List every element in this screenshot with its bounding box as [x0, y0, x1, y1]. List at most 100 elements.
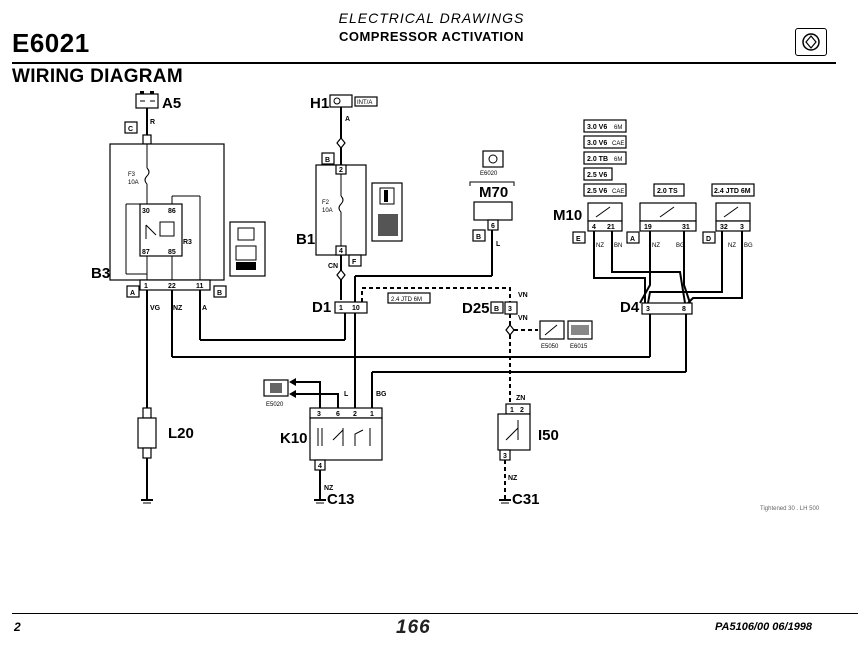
wire-vg: VG [150, 305, 161, 312]
label-m10: M10 [553, 207, 582, 224]
label-b1: B1 [296, 231, 315, 248]
pin-d1-10: 10 [352, 305, 360, 312]
fuse-f2-amp: 10A [322, 208, 333, 214]
label-d1: D1 [312, 299, 331, 316]
conn-b-h1: B [325, 157, 330, 164]
battery-icon [135, 91, 159, 109]
wire-bn: BN [614, 243, 622, 249]
label-m70: M70 [479, 184, 508, 201]
relay-k10 [309, 417, 383, 461]
conn-b-m70: B [476, 234, 481, 241]
wire-a-h1: A [345, 116, 350, 123]
variant-3-suffix: 6M [614, 157, 622, 163]
variant-3: 2.0 TB [587, 156, 608, 163]
variant-1: 3.0 V6 [587, 124, 607, 131]
wire-nz-m10-b: NZ [652, 243, 660, 249]
variant-list [583, 119, 627, 197]
pin-d4-3: 3 [646, 306, 650, 313]
header-divider [12, 62, 836, 64]
conn-a-b3: A [130, 290, 135, 297]
pin-m10-32: 32 [720, 224, 728, 231]
diagram-subtitle: WIRING DIAGRAM [12, 66, 183, 87]
relay-r3 [139, 203, 183, 257]
label-a5: A5 [162, 95, 181, 112]
relay-pin-85: 85 [168, 249, 176, 256]
fuse-f3: F3 [128, 172, 136, 178]
wire-nz-k10: NZ [324, 485, 334, 492]
wire-r: R [150, 119, 155, 126]
variant-1-suffix: 6M [614, 125, 622, 131]
section-title: ELECTRICAL DRAWINGS [338, 10, 525, 26]
variant-4: 2.5 V6 [587, 172, 607, 179]
conn-b-d25: B [494, 306, 499, 313]
variant-tag-d1: 2.4 JTD 6M [391, 297, 422, 303]
label-k10: K10 [280, 430, 308, 447]
pressure-switch-m10-c [715, 202, 751, 222]
wire-nz-m10-a: NZ [596, 243, 604, 249]
pin-m70-6: 6 [491, 223, 495, 230]
variant-2: 3.0 V6 [587, 140, 607, 147]
variant-5: 2.5 V6 [587, 188, 607, 195]
ref-e6020: E6020 [480, 171, 498, 177]
relay-pin-86: 86 [168, 208, 176, 215]
label-i50: I50 [538, 427, 559, 444]
wire-a-b3: A [202, 305, 207, 312]
wire-bg-m10-c: BG [744, 243, 753, 249]
wire-zn: ZN [516, 395, 525, 402]
conn-e: E [576, 236, 581, 243]
pin-m10-4: 4 [592, 224, 596, 231]
label-l20: L20 [168, 425, 194, 442]
ref-e6015: E6015 [570, 344, 588, 350]
pin-i50-3: 3 [503, 453, 507, 460]
label-d4: D4 [620, 299, 640, 316]
pin-b3-22: 22 [168, 283, 176, 290]
label-b3: B3 [91, 265, 110, 282]
wire-nz-m10-c: NZ [728, 243, 736, 249]
document-reference: PA5106/00 06/1998 [715, 621, 813, 633]
pin-b1-2: 2 [339, 167, 343, 174]
brand-emblem-icon [795, 28, 827, 56]
ecu-m70 [473, 201, 513, 221]
pin-b3-1: 1 [144, 283, 148, 290]
pin-k10-6: 6 [336, 411, 340, 418]
variant-2-suffix: CAE [612, 141, 624, 147]
footer-divider [12, 613, 858, 614]
wire-vn-2: VN [518, 315, 528, 322]
pin-i50-1: 1 [510, 407, 514, 414]
pin-m10-3: 3 [740, 224, 744, 231]
connector-d4 [641, 302, 693, 315]
pin-i50-2: 2 [520, 407, 524, 414]
label-d25: D25 [462, 300, 490, 317]
switch-h1 [329, 94, 353, 108]
conn-c: C [128, 126, 133, 133]
ref-e5020: E5020 [266, 402, 284, 408]
pin-m10-21: 21 [607, 224, 615, 231]
pin-m10-19: 19 [644, 224, 652, 231]
fuse-location-icon [229, 221, 266, 277]
relay-pin-30: 30 [142, 208, 150, 215]
pin-k10-4: 4 [318, 463, 322, 470]
ecu-icon [482, 150, 504, 168]
pin-b1-4: 4 [339, 248, 343, 255]
pin-d1-1: 1 [339, 305, 343, 312]
sensor-e5050-icon [539, 320, 565, 340]
pin-k10-3: 3 [317, 411, 321, 418]
conn-d: D [706, 236, 711, 243]
fuse-f2: F2 [322, 200, 330, 206]
pin-k10-1: 1 [370, 411, 374, 418]
wire-vn-1: VN [518, 292, 528, 299]
ref-int-a: INT/A [357, 100, 372, 106]
wire-cn: CN [328, 263, 338, 270]
page-number: 2 [14, 620, 21, 634]
ecu-e6015-icon [567, 320, 593, 340]
wire-nz-i50: NZ [508, 475, 518, 482]
variant-m10-b: 2.4 JTD 6M [714, 188, 751, 195]
diagram-code: E6021 [12, 28, 90, 58]
variant-m10-a: 2.0 TS [657, 188, 678, 195]
ecu-e5020-icon [263, 379, 289, 397]
label-c13: C13 [327, 491, 355, 508]
wire-nz-b3: NZ [173, 305, 183, 312]
connector-d1 [334, 301, 368, 314]
conn-a-m10: A [630, 236, 635, 243]
compressor-clutch-l20 [137, 417, 157, 449]
